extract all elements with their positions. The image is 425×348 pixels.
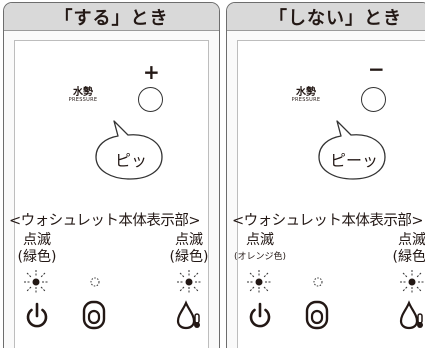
- beep-text: ピッ: [114, 151, 147, 170]
- panel-do-not: 「しない」とき 水勢 PRESSURE − ピーッ <ウォシュレット本体表示部>…: [226, 2, 425, 348]
- blinking-light-icon: [24, 270, 48, 294]
- speech-bubble-icon: [95, 120, 163, 180]
- panel-header: 「しない」とき: [227, 3, 425, 31]
- dotted-light-icon: [313, 277, 323, 287]
- section-title: <ウォシュレット本体表示部>: [232, 213, 424, 229]
- dotted-light-icon: [90, 277, 100, 287]
- indicator-label-left: 点滅: [23, 232, 51, 248]
- instruction-area: 水勢 PRESSURE + ピッ <ウォシュレット本体表示部> 点滅 (緑色): [9, 40, 209, 348]
- indicator-color-left: (緑色): [17, 249, 57, 265]
- toilet-seat-icon[interactable]: [304, 300, 330, 330]
- indicator-label-right: 点滅: [175, 232, 203, 248]
- speech-bubble-icon: [318, 120, 386, 180]
- indicator-label-left: 点滅: [246, 232, 274, 248]
- power-icon[interactable]: [247, 302, 273, 330]
- blinking-light-icon: [247, 270, 271, 294]
- plus-sign: +: [143, 60, 160, 84]
- pressure-sub-label: PRESSURE: [68, 97, 98, 103]
- water-temperature-icon[interactable]: [175, 300, 203, 330]
- pressure-label: 水勢: [73, 87, 93, 98]
- pressure-button[interactable]: [138, 87, 163, 112]
- water-temperature-icon[interactable]: [398, 300, 425, 330]
- blinking-light-icon: [177, 270, 201, 294]
- instruction-area: 水勢 PRESSURE − ピーッ <ウォシュレット本体表示部> 点滅 (オレン…: [232, 40, 425, 348]
- power-icon[interactable]: [24, 302, 50, 330]
- pressure-sub-label: PRESSURE: [291, 97, 321, 103]
- indicator-label-right: 点滅: [398, 232, 425, 248]
- section-title: <ウォシュレット本体表示部>: [9, 213, 201, 229]
- minus-sign: −: [368, 57, 385, 81]
- panel-header: 「する」とき: [4, 3, 219, 31]
- indicator-color-left: (オレンジ色): [233, 252, 287, 262]
- pressure-label: 水勢: [296, 87, 316, 98]
- panel-do: 「する」とき 水勢 PRESSURE + ピッ <ウォシュレット本体表示部> 点…: [3, 2, 220, 348]
- indicator-color-right: (緑色): [392, 249, 425, 265]
- long-beep-text: ピーッ: [329, 151, 378, 170]
- blinking-light-icon: [400, 270, 424, 294]
- toilet-seat-icon[interactable]: [81, 300, 107, 330]
- indicator-color-right: (緑色): [169, 249, 209, 265]
- pressure-button[interactable]: [361, 87, 386, 112]
